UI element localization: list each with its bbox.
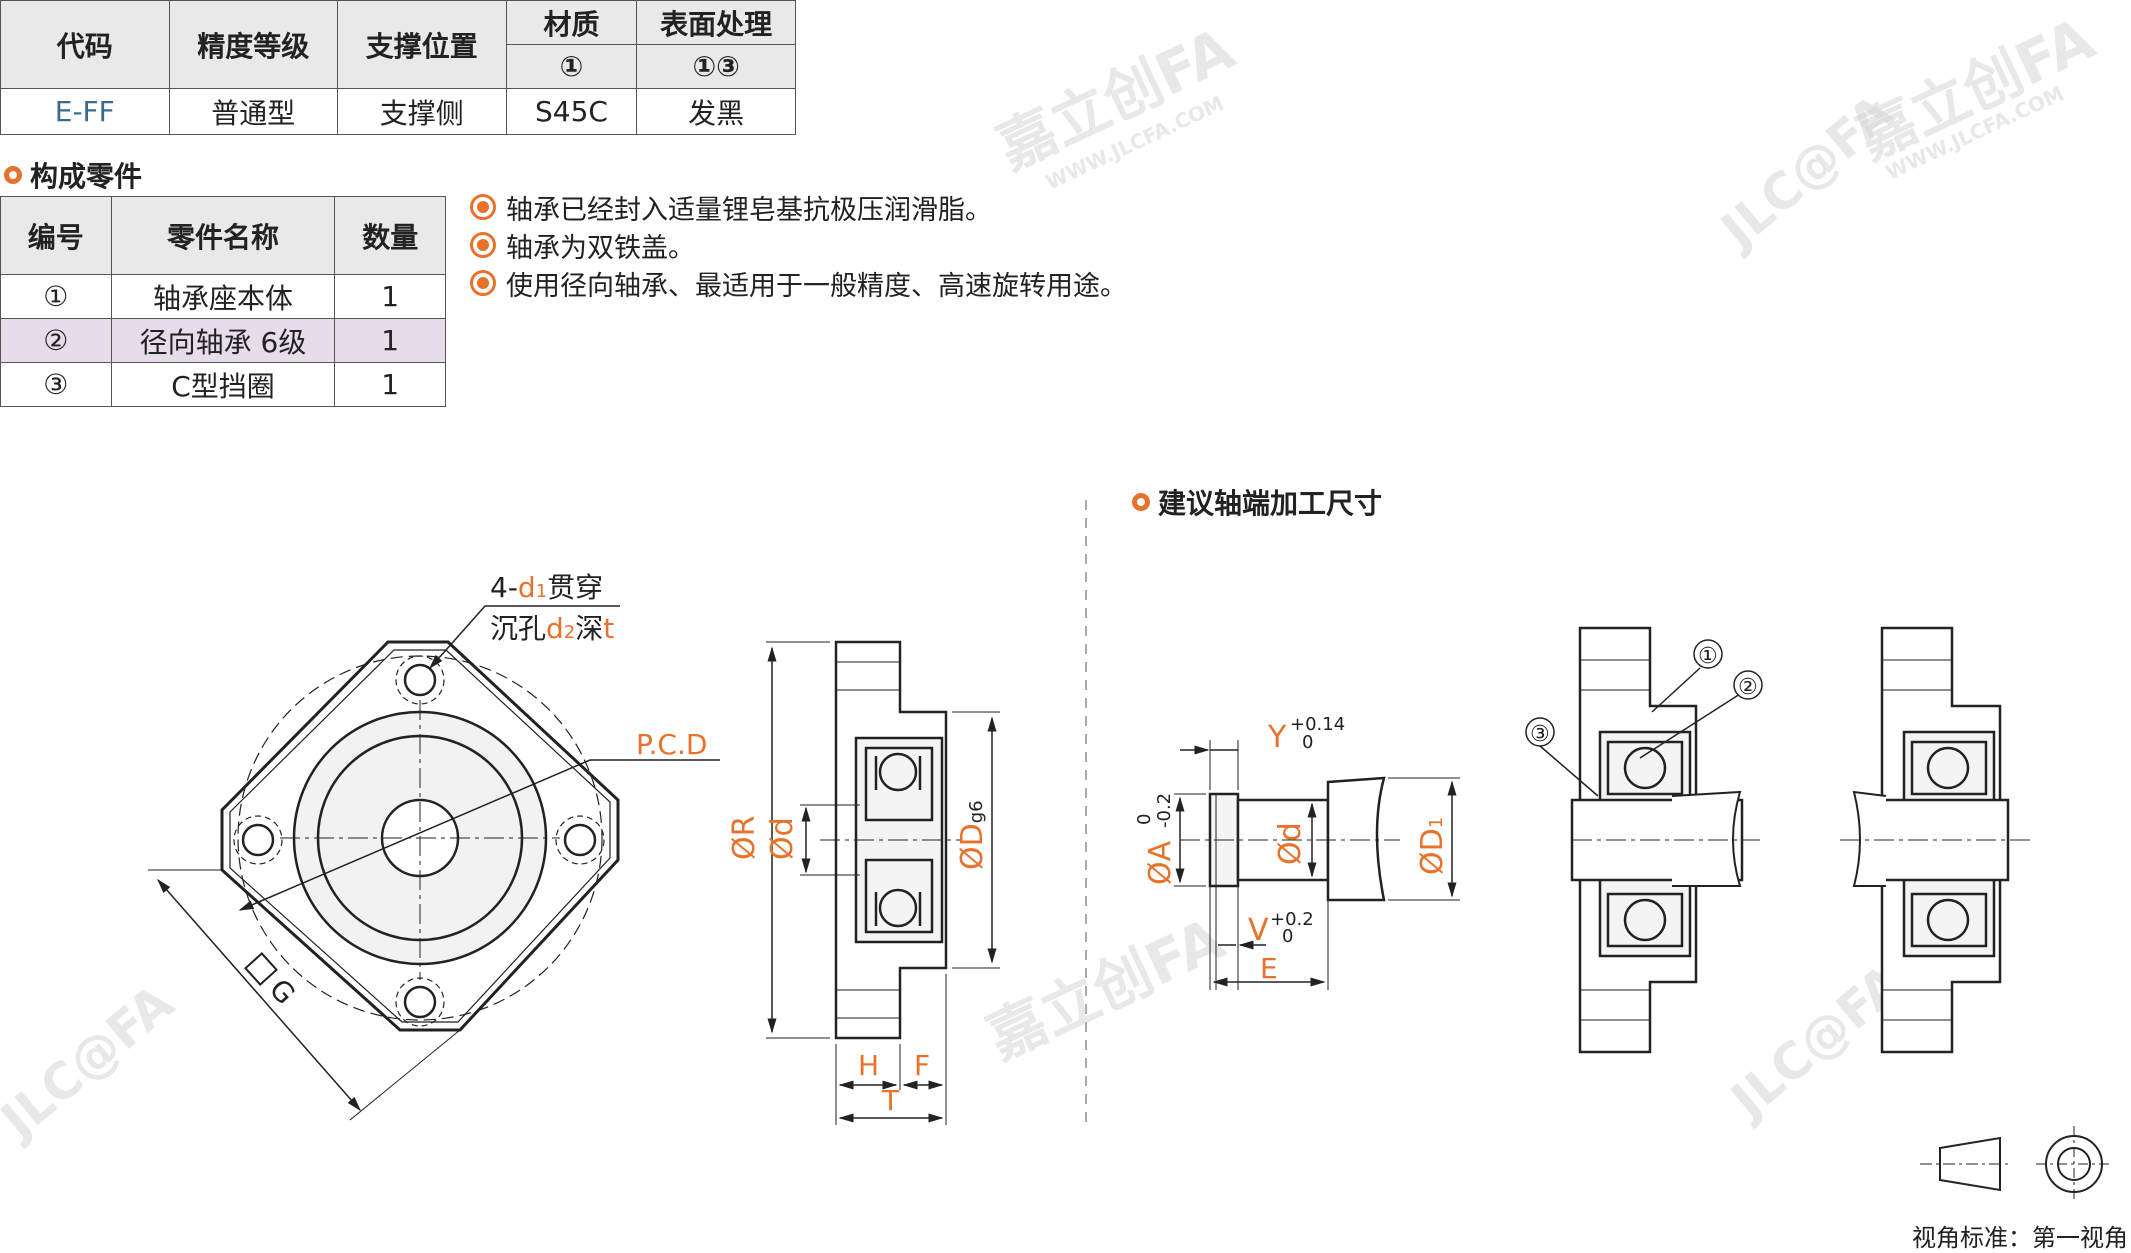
a-tol-low: -0.2 [1154,793,1175,828]
subheader-material: ① [505,44,638,89]
D-label: ØDg6 [955,800,990,870]
note-text: 使用径向轴承、最适用于一般精度、高速旋转用途。 [506,270,1127,302]
spec-table: 代码 精度等级 支撑位置 材质 表面处理 ① ①③ E-FF 普通型 支撑侧 S… [0,0,796,135]
notes-list: 轴承已经封入适量锂皂基抗极压润滑脂。 轴承为双铁盖。 使用径向轴承、最适用于一般… [470,188,1127,302]
callout-1: ① [1698,644,1718,669]
projection-label: 视角标准：第一视角 [1912,1224,2128,1252]
t-label: T [881,1084,900,1117]
v-tol-up: +0.2 [1270,909,1314,930]
surface-cell: 发黑 [636,88,796,135]
parts-section-title: 构成零件 [4,155,142,195]
parts-header-name: 零件名称 [110,196,336,275]
part-name: 轴承座本体 [110,274,336,319]
front-view [148,605,720,1121]
watermark: 嘉立创FA WWW.JLCFA.COM 嘉立创FA WWW.JLCFA.COM … [0,5,2104,1152]
table-row: ② 径向轴承 6级 1 [0,318,446,363]
shaft-end-view [1174,740,1460,990]
watermark-brand: JLC@FA [0,973,184,1151]
code-cell: E-FF [0,88,170,135]
y-tol-up: +0.14 [1290,714,1345,735]
list-item: 轴承已经封入适量锂皂基抗极压润滑脂。 [470,188,1127,226]
part-no: ② [0,318,112,363]
e-label: E [1260,952,1278,985]
v-label: V [1248,913,1269,948]
parts-table: 编号 零件名称 数量 ① 轴承座本体 1 ② 径向轴承 6级 1 ③ C型挡圈 … [0,196,446,407]
part-name: 径向轴承 6级 [110,318,336,363]
note-text: 轴承为双铁盖。 [506,232,695,264]
y-tol-low: 0 [1302,732,1313,753]
d1-label: ØD1 [1415,817,1450,875]
a-label: ØA [1143,840,1178,885]
bullet-icon [470,194,496,220]
note-text: 轴承已经封入适量锂皂基抗极压润滑脂。 [506,194,992,226]
part-name: C型挡圈 [110,362,336,407]
subheader-surface: ①③ [636,44,796,89]
y-label: Y [1267,720,1287,755]
list-item: 使用径向轴承、最适用于一般精度、高速旋转用途。 [470,264,1127,302]
table-row: ① 轴承座本体 1 [0,274,446,319]
header-code: 代码 [0,0,170,89]
callout-3: ③ [1530,722,1550,747]
projection-symbol-icon [1920,1126,2112,1202]
table-row: ③ C型挡圈 1 [0,362,446,407]
shaft-title-text: 建议轴端加工尺寸 [1158,487,1383,520]
list-item: 轴承为双铁盖。 [470,226,1127,264]
parts-header-qty: 数量 [334,196,446,275]
side-section-view [766,640,1000,1125]
position-cell: 支撑侧 [337,88,507,135]
shaft-section-title: 建议轴端加工尺寸 [1132,482,1382,522]
f-label: F [914,1049,930,1082]
parts-header-no: 编号 [0,196,112,275]
parts-title-text: 构成零件 [30,160,143,193]
section-ring-icon [4,166,22,184]
watermark-text: 嘉立创FA [1847,5,2104,173]
h-label: H [858,1049,879,1082]
d-label: Ød [765,817,800,860]
header-surface: 表面处理 [636,0,796,45]
counterbore-label: 沉孔d2深t [490,612,614,645]
watermark-text: 嘉立创FA [977,905,1234,1073]
v-tol-low: 0 [1282,926,1293,947]
hole-label: 4-d1贯穿 [490,571,603,604]
grade-cell: 普通型 [168,88,339,135]
part-no: ③ [0,362,112,407]
assembly-view-2 [1840,626,2030,1054]
assembly-view-1 [1525,626,1763,1054]
pcd-label: P.C.D [636,728,707,761]
header-material: 材质 [505,0,638,45]
callout-2: ② [1738,675,1758,700]
a-tol-up: 0 [1134,814,1155,825]
bullet-icon [470,232,496,258]
bullet-icon [470,270,496,296]
shaft-d-label: Ød [1273,822,1308,865]
material-cell: S45C [505,88,638,135]
r-label: ØR [727,816,762,860]
part-qty: 1 [334,362,446,407]
section-ring-icon [1132,493,1150,511]
